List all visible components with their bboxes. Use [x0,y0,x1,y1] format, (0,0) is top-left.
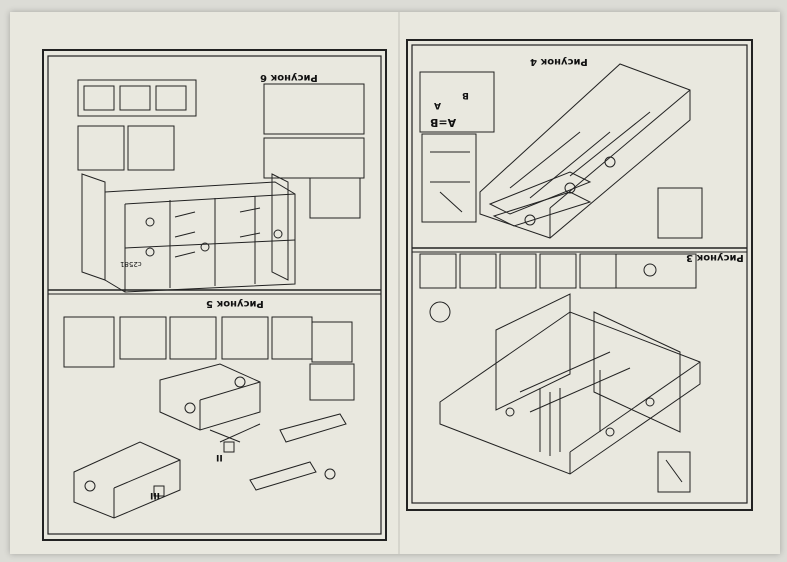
figure-5-drawing [63,316,355,519]
figure-4-drawing [419,63,703,239]
section-mark-iii: III [150,490,161,500]
figure-3-heading: Рисунок 3 [686,252,744,263]
figure-6-heading: Рисунок 6 [260,72,318,83]
center-fold [398,12,400,554]
part-code: c2581 [120,260,142,268]
section-mark-ii: II [216,452,223,462]
figure-4-heading: Рисунок 4 [530,56,588,67]
instruction-sheet: Рисунок 6 Рисунок 5 c2581 III II Рисунок… [10,12,780,554]
formula-label: A=B [430,116,457,129]
marker-b: B [462,90,469,100]
marker-a: A [434,100,441,110]
figure-5-heading: Рисунок 5 [206,298,264,309]
assembly-drawings [42,39,753,541]
figure-3-drawing [419,253,701,493]
right-page-frame [406,39,753,511]
left-page-frame [42,49,387,541]
figure-6-drawing [77,79,365,293]
